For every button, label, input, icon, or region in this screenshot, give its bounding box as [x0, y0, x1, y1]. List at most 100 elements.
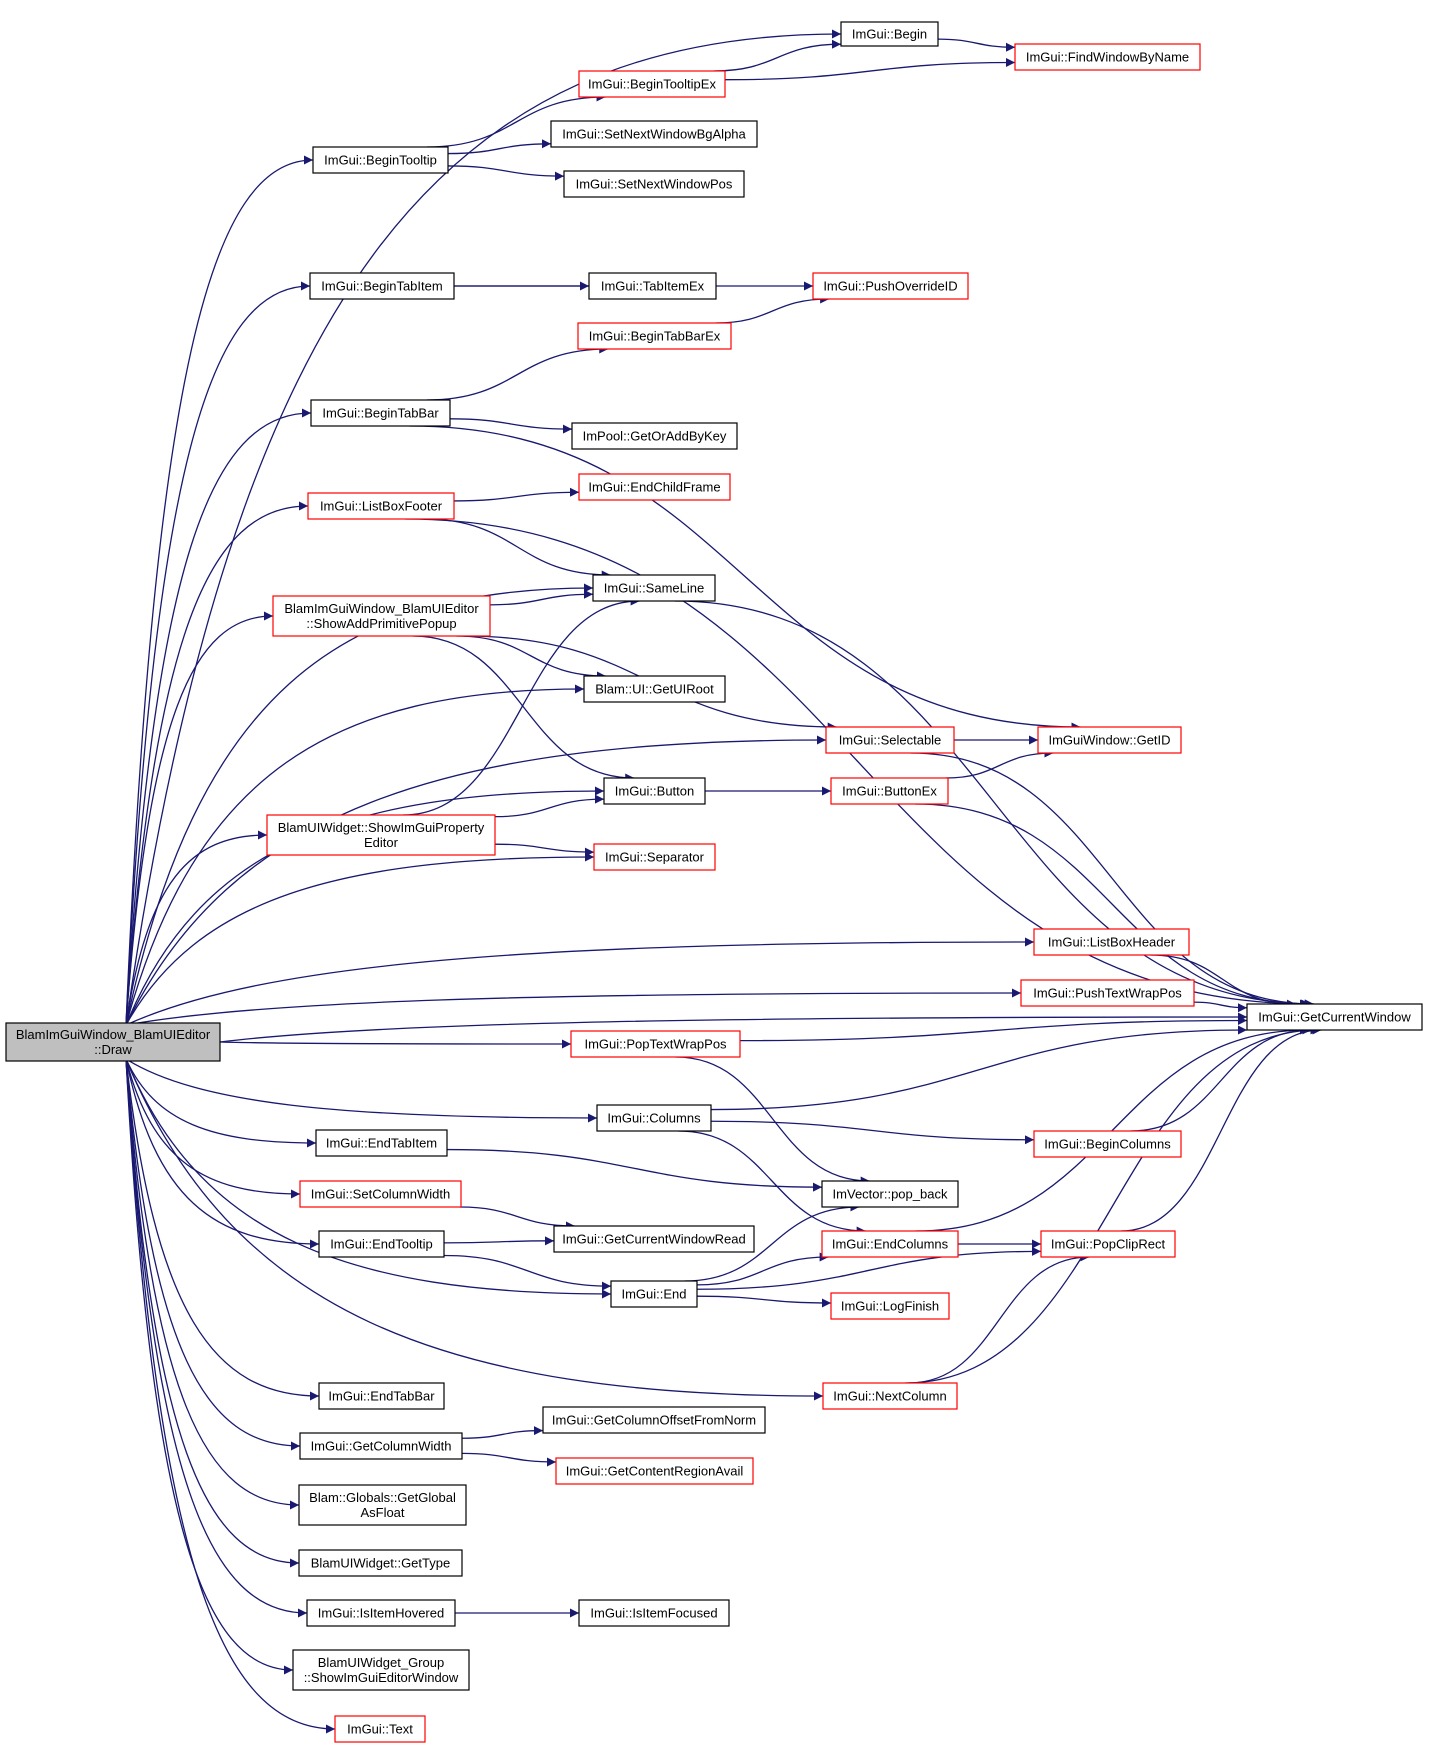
- node-label: ImGui::PushTextWrapPos: [1033, 986, 1182, 1001]
- call-edge-showimguipropertyeditor-to-separator: [494, 843, 595, 857]
- node-box: [299, 1180, 462, 1208]
- node-endtabitem[interactable]: ImGui::EndTabItem: [315, 1129, 448, 1157]
- node-popcliprect[interactable]: ImGui::PopClipRect: [1040, 1230, 1176, 1258]
- node-endcolumns[interactable]: ImGui::EndColumns: [821, 1230, 959, 1258]
- node-pop_back[interactable]: ImVector::pop_back: [821, 1180, 959, 1208]
- node-buttonex[interactable]: ImGui::ButtonEx: [830, 777, 949, 805]
- node-box: [825, 726, 955, 754]
- call-edge-begintabbar-to-getid: [409, 425, 1081, 732]
- node-setnextwindowpos[interactable]: ImGui::SetNextWindowPos: [563, 170, 745, 198]
- call-edge-columns-to-begincolumns: [710, 1120, 1035, 1145]
- call-edge-draw-to-sameline: [125, 583, 594, 1026]
- node-getid[interactable]: ImGuiWindow::GetID: [1037, 726, 1182, 754]
- node-begintabbarex[interactable]: ImGui::BeginTabBarEx: [577, 322, 732, 350]
- node-endchildframe[interactable]: ImGui::EndChildFrame: [578, 473, 731, 501]
- node-tabitemex[interactable]: ImGui::TabItemEx: [588, 272, 717, 300]
- node-box: [272, 595, 491, 637]
- node-isitemfocused[interactable]: ImGui::IsItemFocused: [578, 1599, 730, 1627]
- node-begincolumns[interactable]: ImGui::BeginColumns: [1033, 1130, 1182, 1158]
- node-box: [298, 1549, 463, 1577]
- node-box: [610, 1280, 698, 1308]
- node-getcolumnoffsetfromnorm[interactable]: ImGui::GetColumnOffsetFromNorm: [542, 1406, 766, 1434]
- node-logfinish[interactable]: ImGui::LogFinish: [830, 1292, 950, 1320]
- node-box: [1033, 1130, 1182, 1158]
- node-setnextwindowbgalpha[interactable]: ImGui::SetNextWindowBgAlpha: [550, 120, 758, 148]
- call-edge-draw-to-text: [125, 1058, 336, 1734]
- node-label: BlamImGuiWindow_BlamUIEditor: [284, 601, 479, 616]
- node-showaddprimitivepopup[interactable]: BlamImGuiWindow_BlamUIEditor::ShowAddPri…: [272, 595, 491, 637]
- node-pushoverrideid[interactable]: ImGui::PushOverrideID: [812, 272, 969, 300]
- node-separator[interactable]: ImGui::Separator: [593, 843, 716, 871]
- node-draw[interactable]: BlamImGuiWindow_BlamUIEditor::Draw: [5, 1022, 221, 1062]
- call-edge-pushtextwrappos-to-getcurrentwindow: [1193, 1001, 1248, 1013]
- node-box: [583, 675, 726, 703]
- node-label: ImGui::BeginTabItem: [321, 279, 442, 294]
- node-getcontentregionavail[interactable]: ImGui::GetContentRegionAvail: [555, 1457, 754, 1485]
- node-getoraddbykey[interactable]: ImPool::GetOrAddByKey: [571, 422, 738, 450]
- node-box: [550, 120, 758, 148]
- call-edge-showaddprimitivepopup-to-sameline: [489, 589, 594, 606]
- node-box: [334, 1715, 426, 1743]
- node-label: ImGui::NextColumn: [833, 1389, 946, 1404]
- node-begintabitem[interactable]: ImGui::BeginTabItem: [309, 272, 455, 300]
- node-text[interactable]: ImGui::Text: [334, 1715, 426, 1743]
- call-edge-columns-to-endcolumns: [678, 1130, 866, 1236]
- call-edge-listboxfooter-to-endchildframe: [453, 487, 580, 502]
- node-poptextwrappos[interactable]: ImGui::PopTextWrapPos: [570, 1030, 741, 1058]
- node-box: [1246, 1003, 1423, 1031]
- call-edge-draw-to-getuiroot: [125, 684, 585, 1026]
- node-isitemhovered[interactable]: ImGui::IsItemHovered: [306, 1599, 456, 1627]
- call-edge-draw-to-nextcolumn: [125, 1058, 824, 1401]
- node-setcolumnwidth[interactable]: ImGui::SetColumnWidth: [299, 1180, 462, 1208]
- node-label: ImGui::SameLine: [604, 581, 704, 596]
- node-begin[interactable]: ImGui::Begin: [840, 21, 939, 47]
- node-columns[interactable]: ImGui::Columns: [596, 1104, 712, 1132]
- node-begintabbar[interactable]: ImGui::BeginTabBar: [310, 399, 451, 427]
- node-getcurrentwindowread[interactable]: ImGui::GetCurrentWindowRead: [553, 1225, 755, 1253]
- node-box: [542, 1406, 766, 1434]
- call-edge-draw-to-begintabitem: [125, 281, 311, 1026]
- call-edge-draw-to-poptextwrappos: [219, 1039, 572, 1049]
- node-selectable[interactable]: ImGui::Selectable: [825, 726, 955, 754]
- node-label: ImGui::End: [621, 1287, 686, 1302]
- node-listboxheader[interactable]: ImGui::ListBoxHeader: [1033, 928, 1190, 956]
- node-button[interactable]: ImGui::Button: [603, 777, 706, 805]
- node-label: ImPool::GetOrAddByKey: [583, 429, 727, 444]
- node-pushtextwrappos[interactable]: ImGui::PushTextWrapPos: [1020, 979, 1195, 1007]
- call-edge-setcolumnwidth-to-getcurrentwindowread: [459, 1206, 575, 1231]
- call-edge-begintooltip-to-setnextwindowbgalpha: [447, 139, 552, 155]
- node-getuiroot[interactable]: Blam::UI::GetUIRoot: [583, 675, 726, 703]
- node-showimguieditorwindow[interactable]: BlamUIWidget_Group::ShowImGuiEditorWindo…: [292, 1649, 470, 1691]
- call-edge-draw-to-getglobalasfloat: [125, 1058, 300, 1510]
- call-edge-draw-to-getcurrentwindow: [219, 1012, 1248, 1043]
- call-edge-nextcolumn-to-popcliprect: [908, 1252, 1090, 1384]
- call-edge-begintabbar-to-begintabbarex: [426, 344, 609, 401]
- node-box: [315, 1129, 448, 1157]
- node-box: [299, 1432, 463, 1460]
- node-endtooltip[interactable]: ImGui::EndTooltip: [318, 1230, 445, 1258]
- node-label: ::ShowImGuiEditorWindow: [304, 1670, 459, 1685]
- node-getcurrentwindow[interactable]: ImGui::GetCurrentWindow: [1246, 1003, 1423, 1031]
- node-begintooltip[interactable]: ImGui::BeginTooltip: [312, 146, 449, 174]
- node-label: ImGui::EndTabBar: [328, 1389, 435, 1404]
- node-sameline[interactable]: ImGui::SameLine: [592, 574, 716, 602]
- node-label: ImGui::Begin: [852, 27, 927, 42]
- call-edge-draw-to-pushtextwrappos: [125, 988, 1022, 1026]
- node-box: [309, 272, 455, 300]
- node-endtabbar[interactable]: ImGui::EndTabBar: [318, 1382, 445, 1410]
- node-label: ImGui::SetNextWindowBgAlpha: [562, 127, 746, 142]
- node-label: ImGui::IsItemFocused: [590, 1606, 717, 1621]
- call-edge-draw-to-showimguipropertyeditor: [125, 830, 268, 1026]
- node-listboxfooter[interactable]: ImGui::ListBoxFooter: [307, 492, 455, 520]
- node-findwindowbyname[interactable]: ImGui::FindWindowByName: [1014, 43, 1201, 71]
- node-getcolumnwidth[interactable]: ImGui::GetColumnWidth: [299, 1432, 463, 1460]
- node-nextcolumn[interactable]: ImGui::NextColumn: [822, 1382, 958, 1410]
- node-box: [563, 170, 745, 198]
- node-label: ImGui::BeginTooltip: [324, 153, 437, 168]
- call-edge-endtooltip-to-end: [443, 1254, 612, 1291]
- node-end[interactable]: ImGui::End: [610, 1280, 698, 1308]
- node-gettype[interactable]: BlamUIWidget::GetType: [298, 1549, 463, 1577]
- node-begintooltipex[interactable]: ImGui::BeginTooltipEx: [578, 70, 726, 98]
